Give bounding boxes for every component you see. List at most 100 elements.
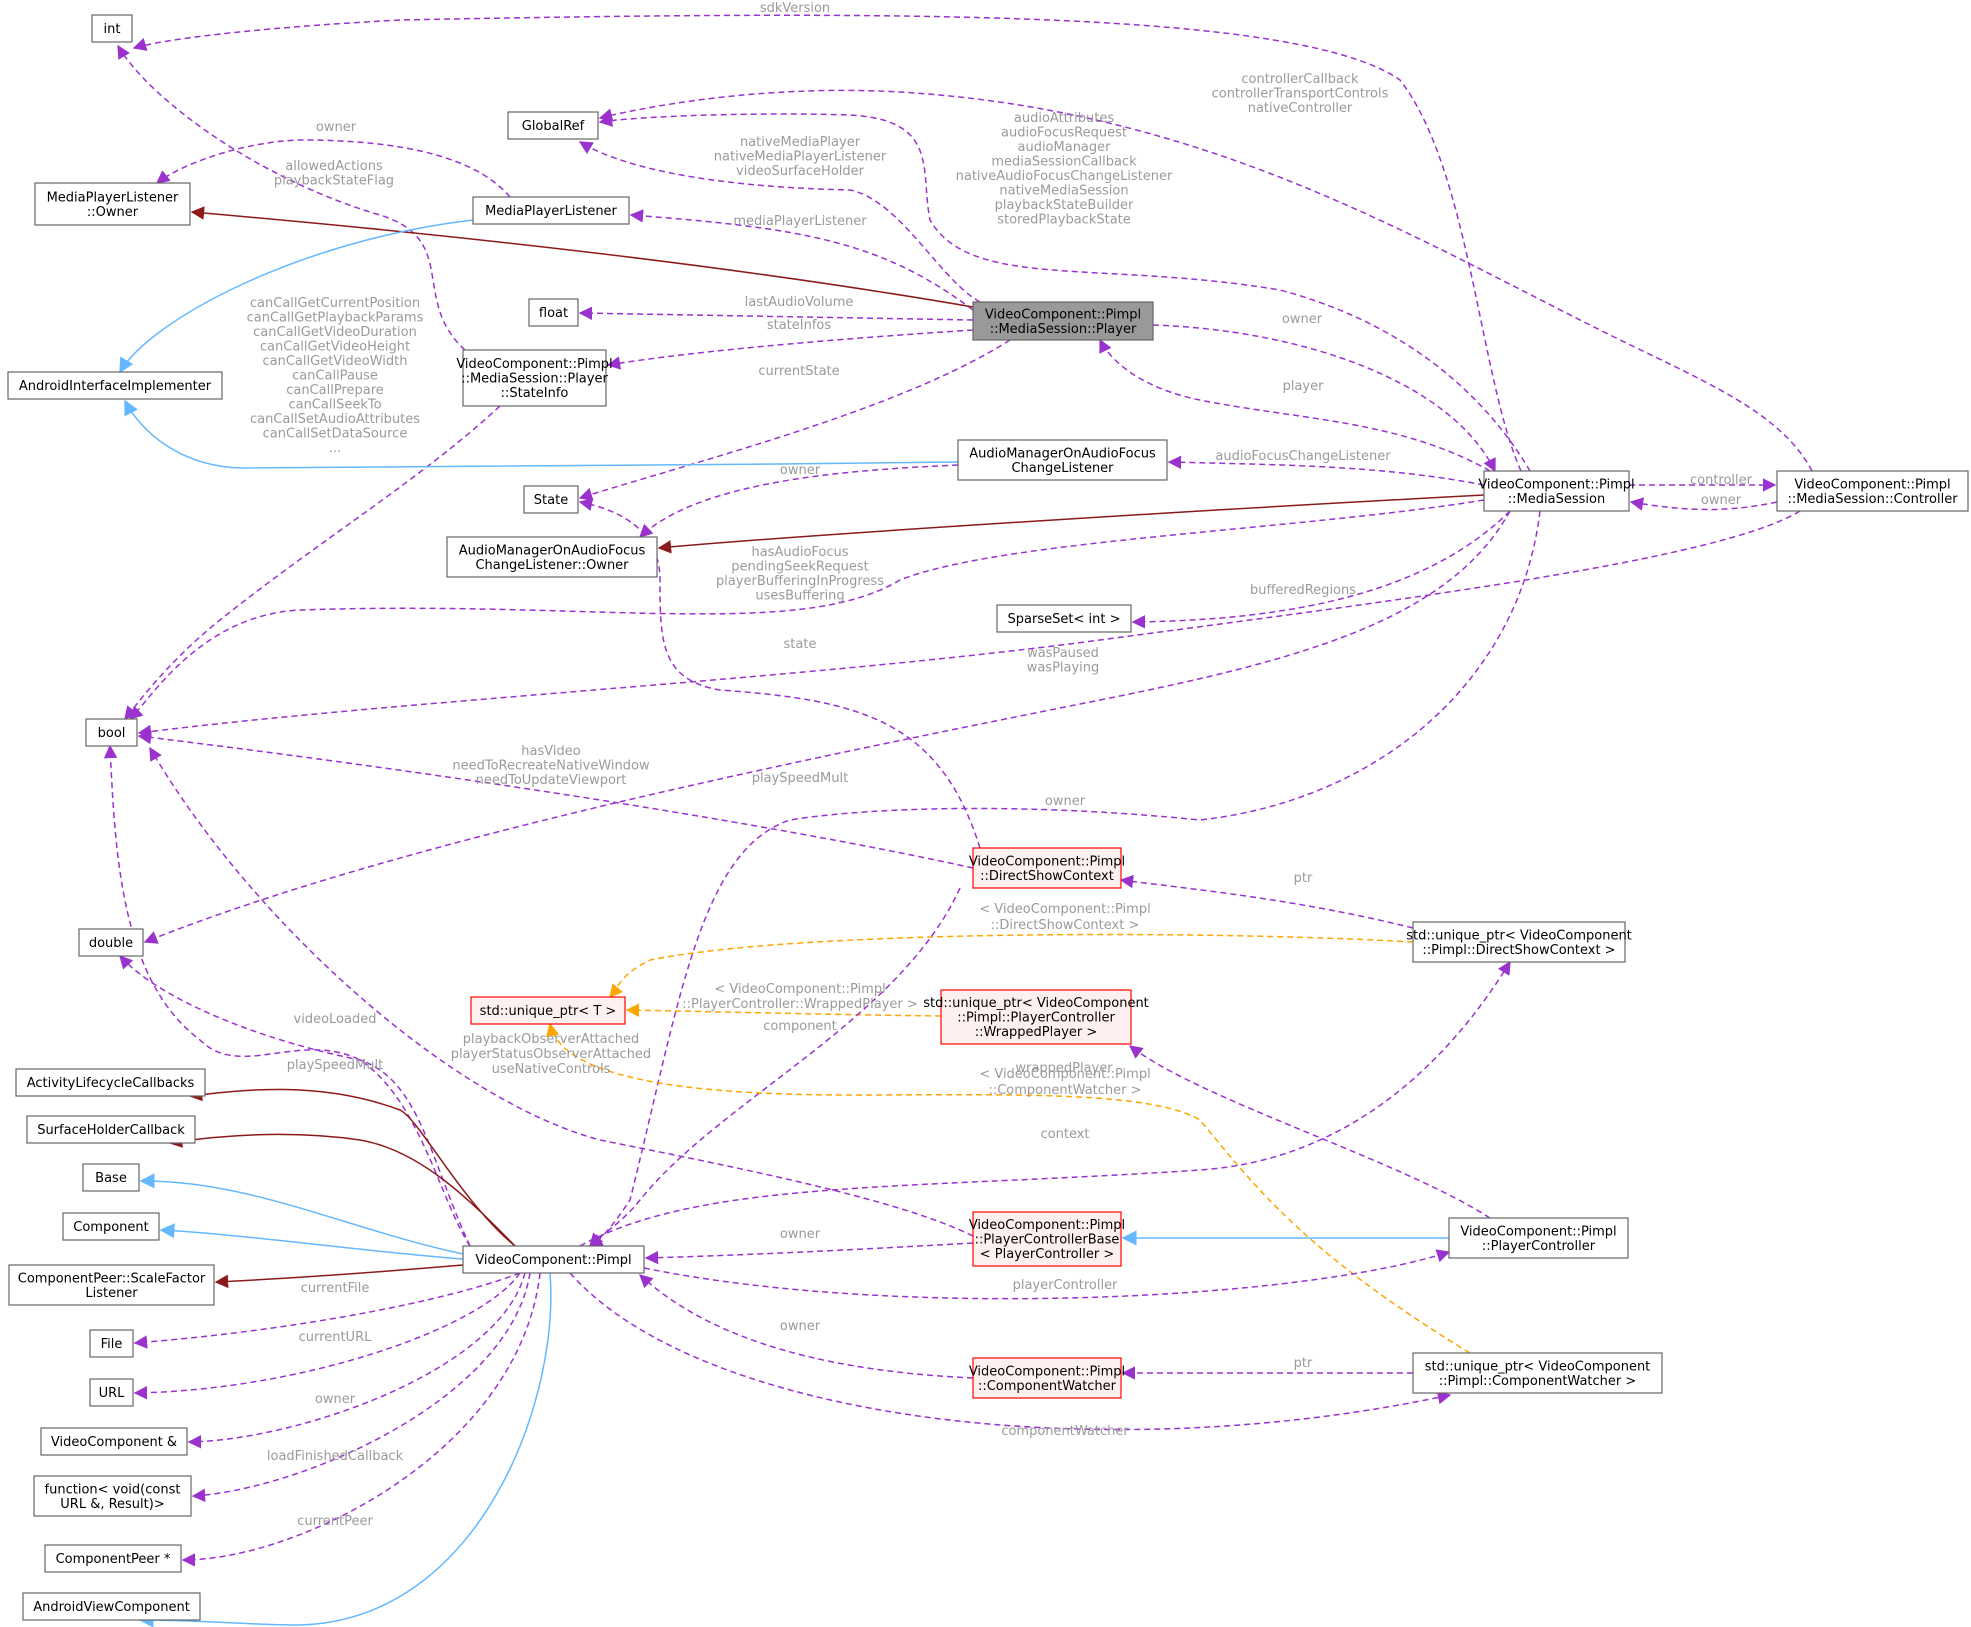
node-mpl-owner[interactable]: MediaPlayerListener::Owner — [34, 182, 191, 226]
node-controller[interactable]: VideoComponent::Pimpl::MediaSession::Con… — [1776, 470, 1969, 512]
edge-line — [103, 744, 471, 1247]
node-box — [1448, 1217, 1629, 1259]
edge-label: canCallGetCurrentPosition — [250, 296, 420, 311]
node-box — [89, 1378, 134, 1407]
edge-label: player — [1283, 379, 1325, 394]
node-uptr-dsc[interactable]: std::unique_ptr< VideoComponent::Pimpl::… — [1406, 921, 1632, 963]
node-float[interactable]: float — [528, 298, 579, 327]
node-afl-owner[interactable]: AudioManagerOnAudioFocusChangeListener::… — [446, 536, 658, 578]
node-component[interactable]: Component — [62, 1212, 160, 1241]
node-stateinfo[interactable]: VideoComponent::Pimpl::MediaSession::Pla… — [456, 349, 613, 407]
node-dsc[interactable]: VideoComponent::Pimpl::DirectShowContext — [969, 847, 1125, 889]
node-label: State — [534, 493, 568, 508]
edge-currentpeer — [181, 1272, 541, 1567]
node-label: VideoComponent::Pimpl — [985, 307, 1141, 322]
edge-state-link — [578, 497, 981, 849]
edge-label: canCallGetVideoHeight — [260, 340, 410, 355]
node-label: ::Pimpl::DirectShowContext > — [1422, 943, 1615, 958]
node-pc[interactable]: VideoComponent::Pimpl::PlayerController — [1448, 1217, 1629, 1259]
node-player[interactable]: VideoComponent::Pimpl::MediaSession::Pla… — [972, 301, 1154, 341]
node-avc[interactable]: AndroidViewComponent — [22, 1592, 201, 1621]
node-label: AndroidViewComponent — [33, 1600, 190, 1615]
edge-line — [138, 1272, 552, 1627]
edge-afl-owner — [639, 464, 959, 538]
edge-component-link — [589, 887, 961, 1247]
node-label: VideoComponent::Pimpl — [475, 1253, 631, 1268]
edge-line — [137, 510, 1801, 739]
node-globalref[interactable]: GlobalRef — [507, 111, 599, 140]
node-sparseset[interactable]: SparseSet< int > — [996, 604, 1132, 633]
edge-currenturl — [133, 1272, 521, 1400]
edge-line — [1152, 324, 1496, 473]
node-mediasession[interactable]: VideoComponent::Pimpl::MediaSession — [1478, 470, 1635, 512]
edge-label: storedPlaybackState — [997, 213, 1131, 228]
edge-tpl-dsc — [609, 933, 1414, 999]
edge-lastaudio — [578, 306, 974, 321]
node-mpl[interactable]: MediaPlayerListener — [472, 196, 630, 225]
node-vcref[interactable]: VideoComponent & — [40, 1427, 188, 1456]
node-cpeer[interactable]: ComponentPeer * — [44, 1544, 182, 1573]
node-box — [34, 182, 191, 226]
edge-currentstate — [578, 339, 1011, 501]
node-label: ::Pimpl::PlayerController — [957, 1011, 1115, 1026]
node-uptr-t[interactable]: std::unique_ptr< T > — [470, 996, 626, 1025]
edge-wrapped — [1128, 1045, 1491, 1219]
node-file[interactable]: File — [89, 1329, 134, 1358]
node-label: VideoComponent::Pimpl — [1460, 1224, 1616, 1239]
node-cw[interactable]: VideoComponent::Pimpl::ComponentWatcher — [969, 1357, 1125, 1399]
edge-label: needToRecreateNativeWindow — [452, 759, 650, 774]
node-label: ::PlayerControllerBase — [975, 1233, 1120, 1248]
node-pcb[interactable]: VideoComponent::Pimpl::PlayerControllerB… — [969, 1211, 1125, 1267]
edge-label: currentFile — [301, 1281, 370, 1296]
node-bool[interactable]: bool — [85, 718, 138, 747]
edge-label: < VideoComponent::Pimpl — [979, 1067, 1150, 1082]
edge-waspaused — [137, 510, 1801, 739]
node-label: SparseSet< int > — [1008, 612, 1121, 627]
node-shc[interactable]: SurfaceHolderCallback — [26, 1115, 196, 1144]
node-alc[interactable]: ActivityLifecycleCallbacks — [15, 1068, 206, 1097]
node-state[interactable]: State — [523, 485, 579, 514]
edge-label: state — [784, 637, 817, 652]
node-pimpl[interactable]: VideoComponent::Pimpl — [462, 1245, 645, 1274]
edge-line — [119, 955, 471, 1247]
node-int[interactable]: int — [91, 14, 133, 43]
edge-label: playbackObserverAttached — [463, 1032, 640, 1047]
edge-label: controllerCallback — [1241, 72, 1359, 87]
node-uptr-wp[interactable]: std::unique_ptr< VideoComponent::Pimpl::… — [923, 989, 1149, 1045]
edge-label: ... — [329, 441, 341, 456]
edge-line — [578, 306, 974, 321]
node-uptr-cw[interactable]: std::unique_ptr< VideoComponent::Pimpl::… — [1412, 1352, 1663, 1394]
node-double[interactable]: double — [78, 928, 144, 957]
node-label: ::WrappedPlayer > — [975, 1025, 1098, 1040]
node-url[interactable]: URL — [89, 1378, 134, 1407]
edge-label: useNativeControls — [492, 1062, 611, 1077]
edge-label: usesBuffering — [755, 589, 844, 604]
edge-line — [168, 1133, 516, 1247]
node-android-impl[interactable]: AndroidInterfaceImplementer — [7, 371, 223, 400]
edge-label: bufferedRegions — [1250, 583, 1356, 598]
node-label: VideoComponent::Pimpl — [969, 854, 1125, 869]
edge-ms-audio — [598, 113, 1531, 472]
edge-cw-owner — [639, 1274, 974, 1379]
edge-label: nativeMediaPlayerListener — [714, 150, 887, 165]
node-box — [26, 1115, 196, 1144]
edge-playback — [149, 746, 974, 1237]
edge-dsc-ptr — [1119, 874, 1414, 929]
node-label: ::MediaSession::Player — [990, 322, 1137, 337]
node-box — [1776, 470, 1969, 512]
node-base[interactable]: Base — [82, 1163, 140, 1192]
node-label: GlobalRef — [522, 119, 585, 134]
edge-pc-link — [643, 1249, 1451, 1300]
node-label: ::ComponentWatcher — [978, 1379, 1117, 1394]
edge-label: canCallPrepare — [286, 383, 384, 398]
edge-line — [149, 746, 974, 1237]
node-label: float — [539, 306, 568, 321]
edge-line — [639, 1274, 974, 1379]
edge-inh-mpl-owner — [190, 206, 974, 308]
edge-label: nativeController — [1248, 101, 1353, 116]
edge-label: audioAttributes — [1014, 111, 1114, 126]
edge-line — [139, 1173, 464, 1255]
